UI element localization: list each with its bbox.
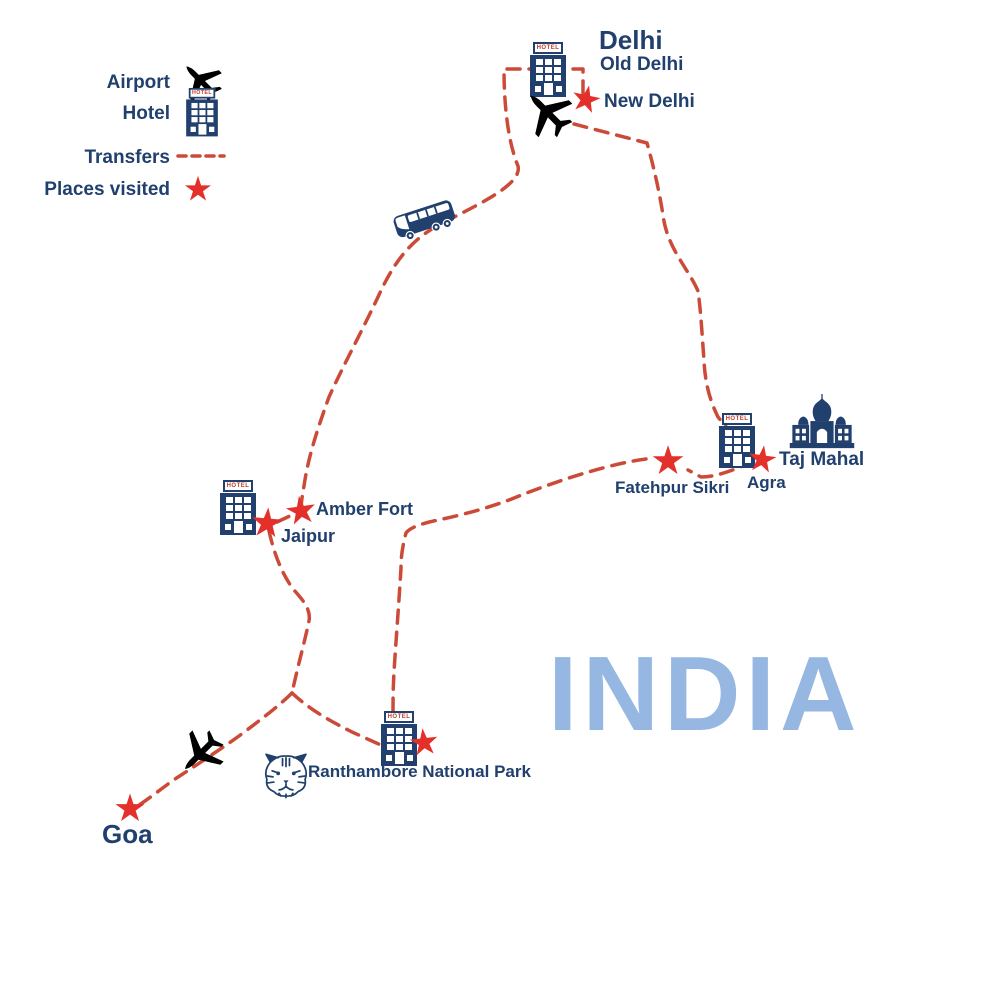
route-delhi-agra <box>572 122 730 431</box>
fatehpur-sikri-star-icon: ★ <box>650 438 686 485</box>
old-delhi-label: Old Delhi <box>600 54 684 75</box>
ranthambore-star-icon: ★ <box>405 720 443 765</box>
ranthambore-hotel-icon: HOTEL <box>377 711 421 766</box>
legend-places-label: Places visited <box>44 179 170 200</box>
hotel-sign: HOTEL <box>721 413 753 425</box>
ranthambore-label: Ranthambore National Park <box>308 762 531 781</box>
taj-mahal-icon <box>789 394 855 449</box>
route-jaipur-branch <box>267 529 312 695</box>
amber-fort-label: Amber Fort <box>316 499 414 519</box>
jaipur-hotel-icon: HOTEL <box>216 480 260 535</box>
hotel-sign: HOTEL <box>222 480 254 492</box>
star-icon: ★ <box>182 169 214 210</box>
hotel-sign: HOTEL <box>532 42 564 54</box>
route-jaipur-ranthambore <box>290 691 385 748</box>
delhi-title: Delhi <box>599 25 663 55</box>
jaipur-label: Jaipur <box>281 526 336 546</box>
legend-hotel-label: Hotel <box>122 103 171 124</box>
agra-hotel-icon: HOTEL <box>715 413 759 468</box>
route-jaipur-amberfort <box>275 513 294 524</box>
fatehpur-sikri-label: Fatehpur Sikri <box>615 478 730 497</box>
bus-icon <box>393 200 455 241</box>
hotel-icon: HOTEL <box>183 88 222 137</box>
taj-mahal-label: Taj Mahal <box>779 449 865 470</box>
legend-transfers-label: Transfers <box>84 147 170 168</box>
goa-label: Goa <box>102 819 153 849</box>
new-delhi-label: New Delhi <box>604 91 695 112</box>
hotel-sign: HOTEL <box>383 711 415 723</box>
transfer-dash-icon <box>176 154 226 158</box>
goa-star-icon: ★ <box>112 786 148 831</box>
route-delhi-jaipur <box>299 67 585 513</box>
route-jaipur-goa <box>134 691 294 809</box>
tiger-icon <box>264 753 308 799</box>
legend-airport-label: Airport <box>106 72 170 93</box>
hotel-sign: HOTEL <box>188 88 216 99</box>
agra-label: Agra <box>747 473 786 492</box>
country-title: INDIA <box>548 635 862 753</box>
delhi-hotel-icon: HOTEL <box>526 42 570 97</box>
